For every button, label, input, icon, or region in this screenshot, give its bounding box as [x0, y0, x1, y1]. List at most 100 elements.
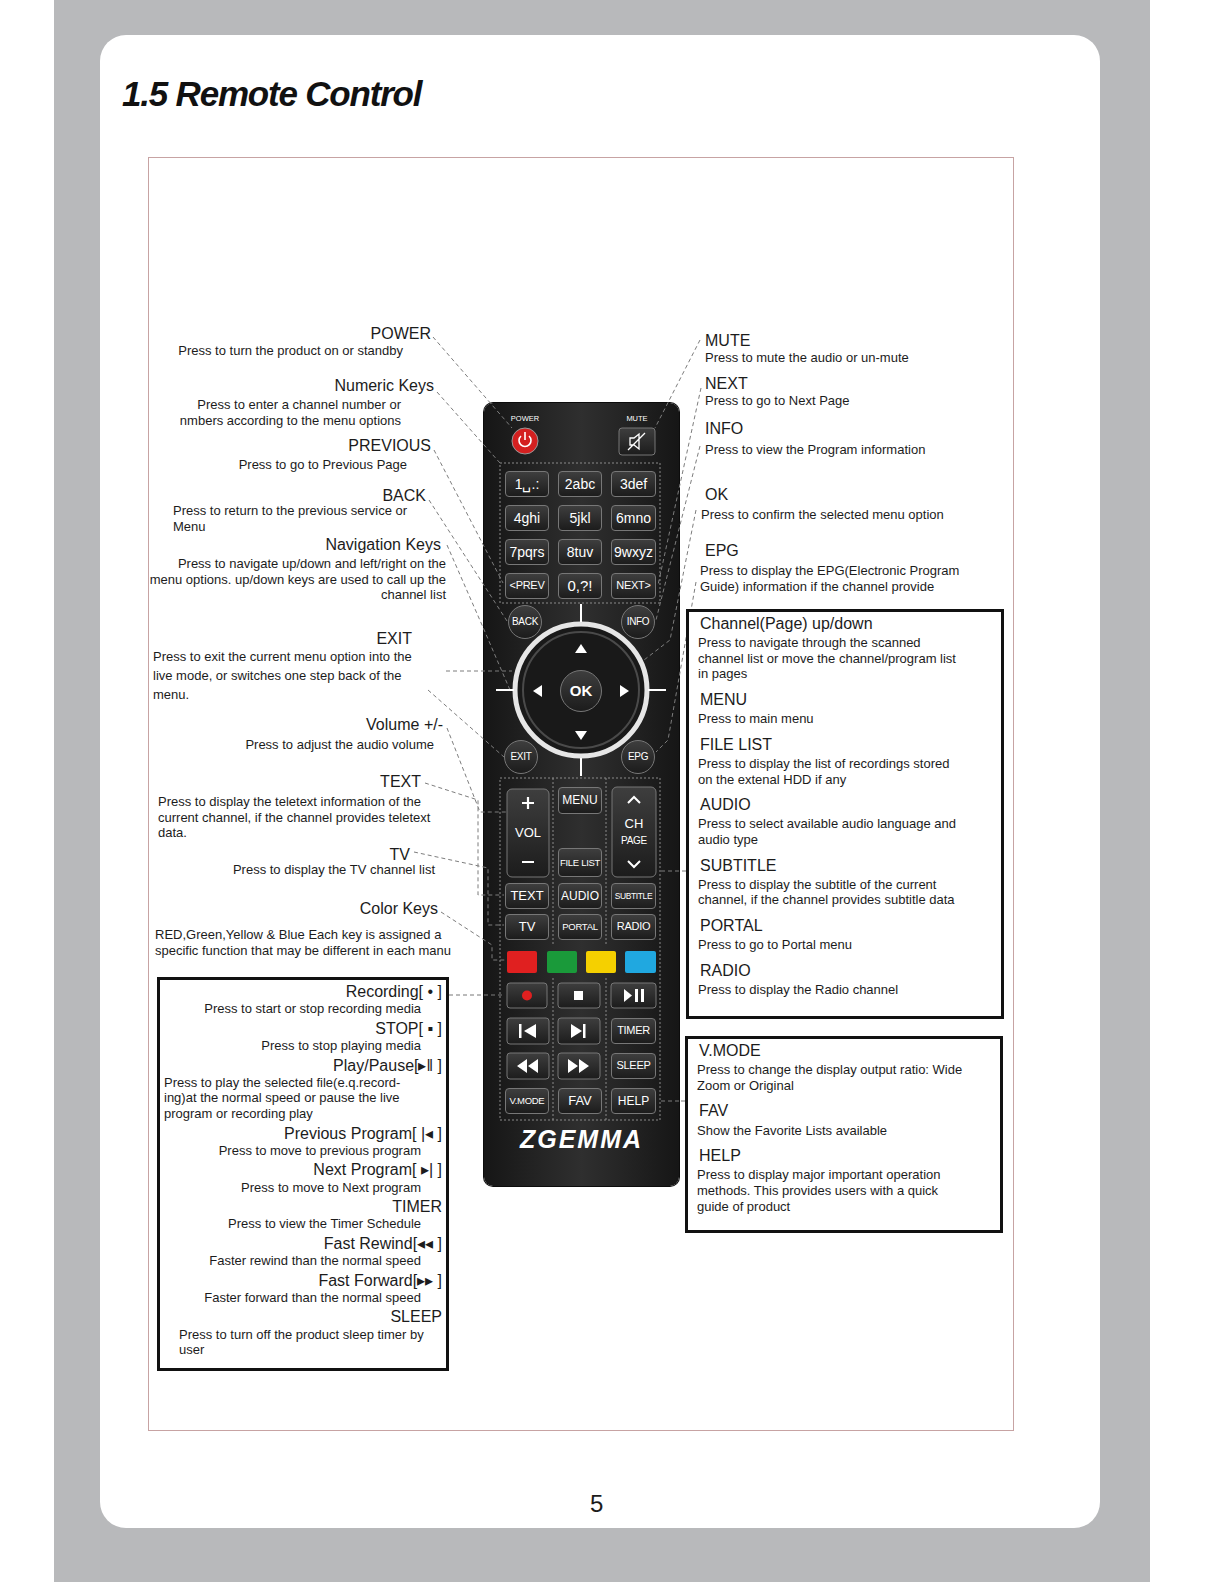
remote-button: RADIO	[611, 914, 656, 940]
navigation-ring-inner	[523, 632, 639, 748]
key-description: Press to display the TV channel list	[233, 862, 435, 878]
remote-button: 1␣.:	[505, 471, 549, 497]
button-label: MENU	[559, 794, 601, 807]
key-name: AUDIO	[689, 795, 1001, 814]
key-description: Press to navigate through the scanned ch…	[689, 635, 966, 682]
remote-button: BACK	[508, 605, 542, 639]
arrow-up	[575, 644, 587, 653]
navigation-tick	[496, 604, 666, 776]
key-name: HELP	[688, 1146, 1000, 1165]
leader-line	[429, 500, 507, 621]
button-label: BACK	[509, 617, 541, 628]
key-description: Press to change the display output ratio…	[688, 1062, 965, 1093]
key-name-label: Color Keys	[360, 899, 438, 918]
key-description: Press to stop playing media	[160, 1038, 446, 1054]
grey-margin	[54, 0, 1150, 1582]
red-key	[507, 951, 537, 973]
rewind-icon	[517, 1059, 538, 1073]
button-group-outline	[500, 463, 660, 1120]
leader-connector	[679, 871, 686, 872]
button-label: TV	[506, 920, 548, 934]
key-description: Faster rewind than the normal speed	[160, 1253, 446, 1269]
key-description: Press to turn the product on or standby	[178, 343, 403, 359]
key-name: Fast Forward[▸▸ ]	[160, 1271, 446, 1290]
diagram-frame	[149, 158, 1014, 1431]
key-name-label: Numeric Keys	[334, 376, 434, 395]
key-name: FAV	[688, 1101, 1000, 1120]
leader-line	[658, 1101, 679, 1102]
remote-button: 7pqrs	[505, 539, 549, 565]
key-description: Press to move to Next program	[160, 1180, 446, 1196]
button-label: VOL	[507, 826, 549, 840]
key-name: STOP[ ▪ ]	[160, 1019, 446, 1038]
button-label: SLEEP	[612, 1060, 655, 1072]
leader-connector	[449, 995, 484, 996]
key-name-label: MUTE	[705, 331, 750, 350]
leader-line	[447, 728, 506, 812]
key-name-label: Navigation Keys	[325, 535, 441, 554]
key-description: Press to move to previous program	[160, 1143, 446, 1159]
key-name-label: EPG	[705, 541, 739, 560]
leader-line	[437, 392, 500, 463]
key-name: V.MODE	[688, 1041, 1000, 1060]
key-description: Press to exit the current menu option in…	[153, 648, 425, 705]
key-description: Press to adjust the audio volume	[245, 737, 434, 753]
button-label: 0,?!	[559, 578, 601, 594]
key-name-label: NEXT	[705, 374, 748, 393]
button-label: OK	[561, 683, 601, 699]
remote-button: V.MODE	[505, 1088, 549, 1114]
button-group-outline	[500, 778, 660, 1120]
remote-button: 8tuv	[558, 539, 602, 565]
previous-icon	[519, 1024, 522, 1038]
remote-button: SLEEP	[611, 1053, 656, 1079]
button-label: 8tuv	[559, 545, 601, 560]
key-description: Press to start or stop recording media	[160, 1001, 446, 1017]
record-button	[507, 983, 547, 1008]
button-label: 9wxyz	[612, 545, 655, 560]
remote-button: 5jkl	[558, 505, 602, 531]
button-label: <PREV	[506, 580, 548, 592]
key-description: Press to navigate up/down and left/right…	[148, 556, 446, 603]
next-button	[558, 1018, 600, 1044]
key-name-label: OK	[705, 485, 728, 504]
leader-line	[447, 545, 510, 690]
leader-line	[658, 871, 679, 872]
button-label: 3def	[612, 477, 655, 492]
navigation-arrow	[533, 644, 629, 740]
key-description: Press to play the selected file(e.q.reco…	[160, 1075, 428, 1122]
remote-button: 2abc	[558, 471, 602, 497]
channel-rocker	[612, 787, 656, 877]
page-number: 5	[590, 1490, 603, 1519]
leader-line	[658, 388, 701, 585]
leader-line	[428, 690, 504, 757]
button-group-outline	[500, 463, 660, 603]
pause-icon	[635, 989, 638, 1002]
button-label: INFO	[622, 617, 654, 628]
stop-icon	[574, 991, 583, 1000]
key-name-label: POWER	[371, 324, 431, 343]
key-name-label: TEXT	[380, 772, 421, 791]
remote-button: EPG	[621, 740, 655, 774]
key-description: Press to return to the previous service …	[173, 503, 418, 534]
remote-button: SUBTITLE	[611, 883, 656, 909]
key-description: Press to display the list of recordings …	[689, 756, 966, 787]
key-name: Next Program[ ▸| ]	[160, 1160, 446, 1179]
mute-icon	[628, 433, 645, 450]
arrow-left	[533, 685, 542, 697]
key-description: Show the Favorite Lists available	[688, 1123, 965, 1139]
leader-line	[433, 337, 512, 428]
volume-rocker	[507, 789, 549, 877]
key-description: Press to mute the audio or un-mute	[705, 350, 909, 366]
navigation-ring	[515, 624, 647, 756]
button-label: EPG	[622, 752, 654, 763]
key-description: Press to display the teletext informatio…	[158, 794, 452, 841]
play-pause-button	[611, 983, 656, 1008]
stop-button	[558, 983, 600, 1008]
remote-drawing	[414, 337, 701, 1120]
page-title: 1.5 Remote Control	[122, 76, 421, 111]
key-description: Press to go to Portal menu	[689, 937, 966, 953]
remote-button: FILE LIST	[558, 848, 602, 877]
leader-line	[441, 912, 505, 960]
leader-line	[434, 450, 503, 583]
